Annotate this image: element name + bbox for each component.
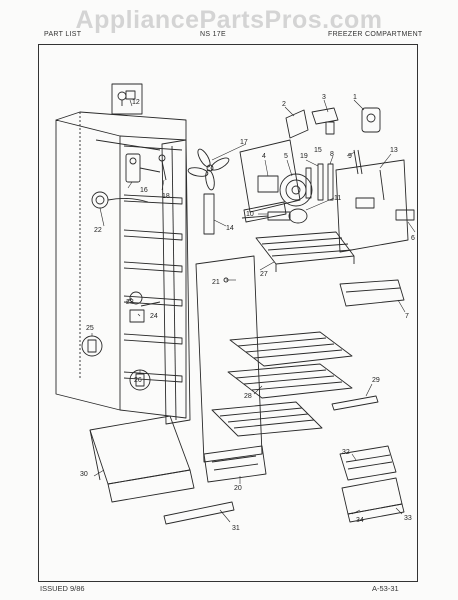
lamp-socket bbox=[241, 208, 308, 224]
callout-16: 16 bbox=[140, 187, 148, 194]
callout-14: 14 bbox=[226, 225, 234, 232]
wire-shelf-lower bbox=[227, 363, 353, 399]
callout-29: 29 bbox=[372, 377, 380, 384]
header-section-title: FREEZER COMPARTMENT bbox=[328, 31, 423, 38]
callout-9: 9 bbox=[348, 153, 352, 160]
defrost-components bbox=[305, 149, 363, 201]
panel-clip bbox=[203, 193, 215, 235]
bottom-grille bbox=[203, 445, 267, 483]
light-switch-detail bbox=[111, 83, 143, 115]
damper-control bbox=[285, 107, 381, 139]
kick-plate-strip bbox=[163, 501, 235, 525]
callout-24: 24 bbox=[150, 313, 158, 320]
header-left-text: PART LIST bbox=[44, 31, 82, 38]
cabinet-liner bbox=[55, 111, 187, 419]
callout-1: 1 bbox=[353, 94, 357, 101]
callout-30: 30 bbox=[80, 471, 88, 478]
callout-7: 7 bbox=[405, 313, 409, 320]
callout-5: 5 bbox=[284, 153, 288, 160]
evaporator-back-panel bbox=[335, 159, 415, 253]
callout-11: 11 bbox=[334, 195, 341, 202]
callout-13: 13 bbox=[390, 147, 398, 154]
callout-17: 17 bbox=[240, 139, 248, 146]
basket-bin bbox=[89, 415, 195, 503]
callout-19: 19 bbox=[300, 153, 308, 160]
callout-3: 3 bbox=[322, 94, 326, 101]
callout-8: 8 bbox=[330, 151, 334, 158]
wire-shelf-middle bbox=[229, 331, 353, 367]
callout-32: 32 bbox=[342, 449, 350, 456]
callout-26: 26 bbox=[134, 377, 142, 384]
callout-12: 12 bbox=[132, 99, 140, 106]
callout-20: 20 bbox=[234, 485, 242, 492]
callout-33: 33 bbox=[404, 515, 412, 522]
shelf-bracket-assembly bbox=[129, 291, 161, 323]
callout-22: 22 bbox=[94, 227, 102, 234]
callout-28: 28 bbox=[244, 393, 252, 400]
callout-2: 2 bbox=[282, 101, 286, 108]
diagram-frame bbox=[38, 44, 418, 582]
callout-25: 25 bbox=[86, 325, 94, 332]
callout-21: 21 bbox=[212, 279, 220, 286]
callout-labels: 12 2 3 1 4 5 17 19 15 8 9 13 6 11 10 14 … bbox=[80, 94, 415, 532]
callout-23: 23 bbox=[126, 299, 134, 306]
fan-blade bbox=[187, 148, 230, 191]
wire-shelf-bottom bbox=[211, 401, 323, 437]
watermark-text: AppliancePartsPros.com bbox=[75, 6, 383, 34]
callout-15: 15 bbox=[314, 147, 322, 154]
rear-wall-panel bbox=[195, 255, 263, 463]
issue-date: ISSUED 9/86 bbox=[40, 584, 85, 593]
upper-wire-shelf bbox=[255, 231, 355, 272]
callout-34: 34 bbox=[356, 517, 364, 524]
light-socket-detail bbox=[81, 335, 103, 357]
callout-31: 31 bbox=[232, 525, 240, 532]
cabinet-divider bbox=[161, 139, 191, 425]
leader-lines bbox=[91, 99, 416, 523]
sheet-number: A-53-31 bbox=[372, 584, 399, 593]
shelf-trim-bar bbox=[331, 395, 379, 411]
callout-6: 6 bbox=[411, 235, 415, 242]
ice-tray bbox=[339, 279, 405, 307]
header-model-text: NS 17E bbox=[200, 31, 226, 38]
callout-10: 10 bbox=[246, 211, 254, 218]
callout-27: 27 bbox=[260, 271, 268, 278]
callout-18: 18 bbox=[162, 193, 170, 200]
capillary-coil bbox=[91, 191, 149, 209]
ice-container bbox=[339, 445, 405, 523]
callout-4: 4 bbox=[262, 153, 266, 160]
thermostat-control bbox=[125, 153, 167, 183]
